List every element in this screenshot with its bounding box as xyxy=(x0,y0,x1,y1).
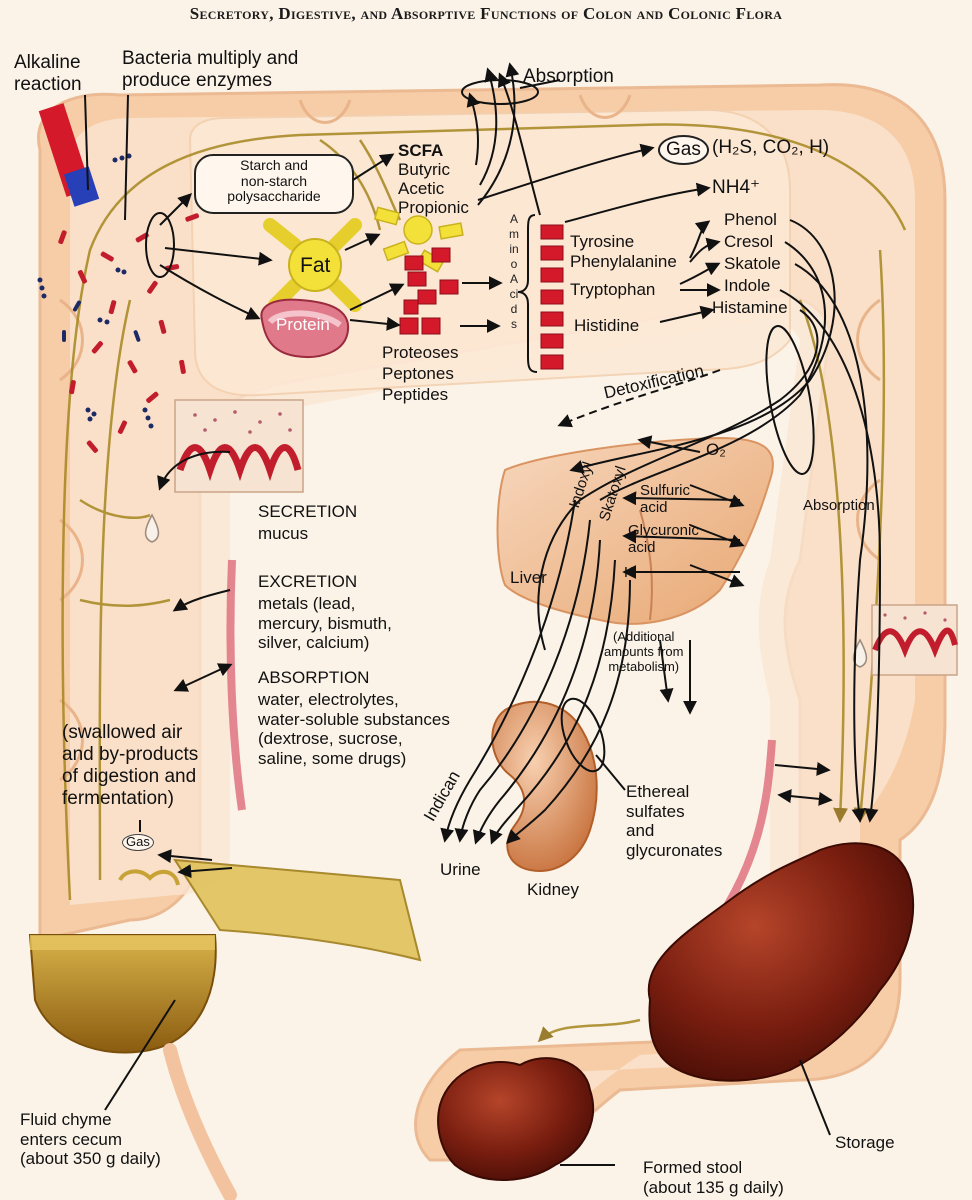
label-skatole: Skatole xyxy=(724,254,781,273)
label-storage: Storage xyxy=(835,1133,895,1152)
label-protein: Protein xyxy=(276,315,330,334)
label-glycuronic-acid: Glycuronic acid xyxy=(628,522,699,557)
label-phenol: Phenol xyxy=(724,210,777,229)
fat-molecule xyxy=(263,218,362,312)
label-liver: Liver xyxy=(510,568,547,587)
label-histamine: Histamine xyxy=(712,298,788,317)
label-secretion: SECRETION xyxy=(258,502,358,521)
colon-wall-strip-left xyxy=(226,559,246,811)
label-butyric: Butyric xyxy=(398,160,450,179)
label-indole: Indole xyxy=(724,276,771,295)
page-title: Secretory, Digestive, and Absorptive Fun… xyxy=(189,4,783,23)
label-excretion: EXCRETION xyxy=(258,572,358,591)
label-mucus: mucus xyxy=(258,524,309,543)
label-acetic: Acetic xyxy=(398,179,445,198)
liver-lobe-line xyxy=(639,509,653,621)
label-absorption-right: Absorption xyxy=(803,497,875,514)
label-bacteria: Bacteria multiply and produce enzymes xyxy=(122,48,299,91)
colon-flow-lines xyxy=(61,123,907,1043)
litmus-strip xyxy=(38,103,100,207)
label-alkaline-reaction: Alkaline reaction xyxy=(14,52,82,95)
mucosa-inset-left xyxy=(174,399,304,493)
label-proteoses: Proteoses xyxy=(382,343,459,362)
label-amino-acids: Amino Acids xyxy=(509,212,519,331)
label-formed-stool: Formed stool (about 135 g daily) xyxy=(643,1158,784,1197)
label-gas-top: Gas xyxy=(666,139,701,160)
label-k: K xyxy=(624,564,635,581)
label-excretion-detail: metals (lead, mercury, bismuth, silver, … xyxy=(258,594,392,653)
gas-bubble: Gas xyxy=(658,135,709,165)
label-peptides: Peptides xyxy=(382,385,449,404)
mucosa-inset-right xyxy=(871,604,958,676)
label-tryptophan: Tryptophan xyxy=(570,280,656,299)
label-nh4: NH4⁺ xyxy=(712,177,761,198)
label-absorption-mid: ABSORPTION xyxy=(258,668,370,687)
label-starch: Starch and non-starch polysaccharide xyxy=(227,157,321,205)
label-scfa: SCFA xyxy=(398,141,444,160)
label-additional: (Additional amounts from metabolism) xyxy=(604,629,684,674)
label-fat: Fat xyxy=(300,254,331,277)
label-tyrosine: Tyrosine xyxy=(570,232,635,251)
amino-bracket xyxy=(517,214,538,373)
label-gas-formula: (H₂S, CO₂, H) xyxy=(712,137,830,158)
label-fluid-chyme: Fluid chyme enters cecum (about 350 g da… xyxy=(20,1110,161,1169)
cecum xyxy=(28,858,422,1200)
label-swallowed-air: (swallowed air and by-products of digest… xyxy=(62,722,199,809)
label-ethereal: Ethereal sulfates and glycuronates xyxy=(626,782,723,860)
starch-box xyxy=(194,154,354,214)
bacteria-cluster xyxy=(37,153,200,453)
label-peptones: Peptones xyxy=(382,364,454,383)
label-histidine: Histidine xyxy=(574,316,640,335)
peptide-blocks xyxy=(399,247,459,335)
label-gas-bottom: Gas xyxy=(122,834,154,851)
pathway-arrows xyxy=(84,62,882,1166)
amino-acid-blocks xyxy=(540,224,564,370)
label-phenylalanine: Phenylalanine xyxy=(570,252,677,271)
label-kidney: Kidney xyxy=(527,880,579,899)
label-absorption-top: Absorption xyxy=(523,66,614,87)
mucus-droplet xyxy=(144,513,160,543)
label-o2: O₂ xyxy=(706,440,726,459)
kidney xyxy=(491,700,598,872)
label-propionic: Propionic xyxy=(398,198,469,217)
label-cresol: Cresol xyxy=(724,232,774,251)
label-sulfuric-acid: Sulfuric acid xyxy=(640,482,691,517)
label-urine: Urine xyxy=(440,860,481,879)
protein-blob xyxy=(260,298,350,358)
label-absorption-detail: water, electrolytes, water-soluble subst… xyxy=(258,690,450,768)
stool-storage xyxy=(437,842,915,1181)
